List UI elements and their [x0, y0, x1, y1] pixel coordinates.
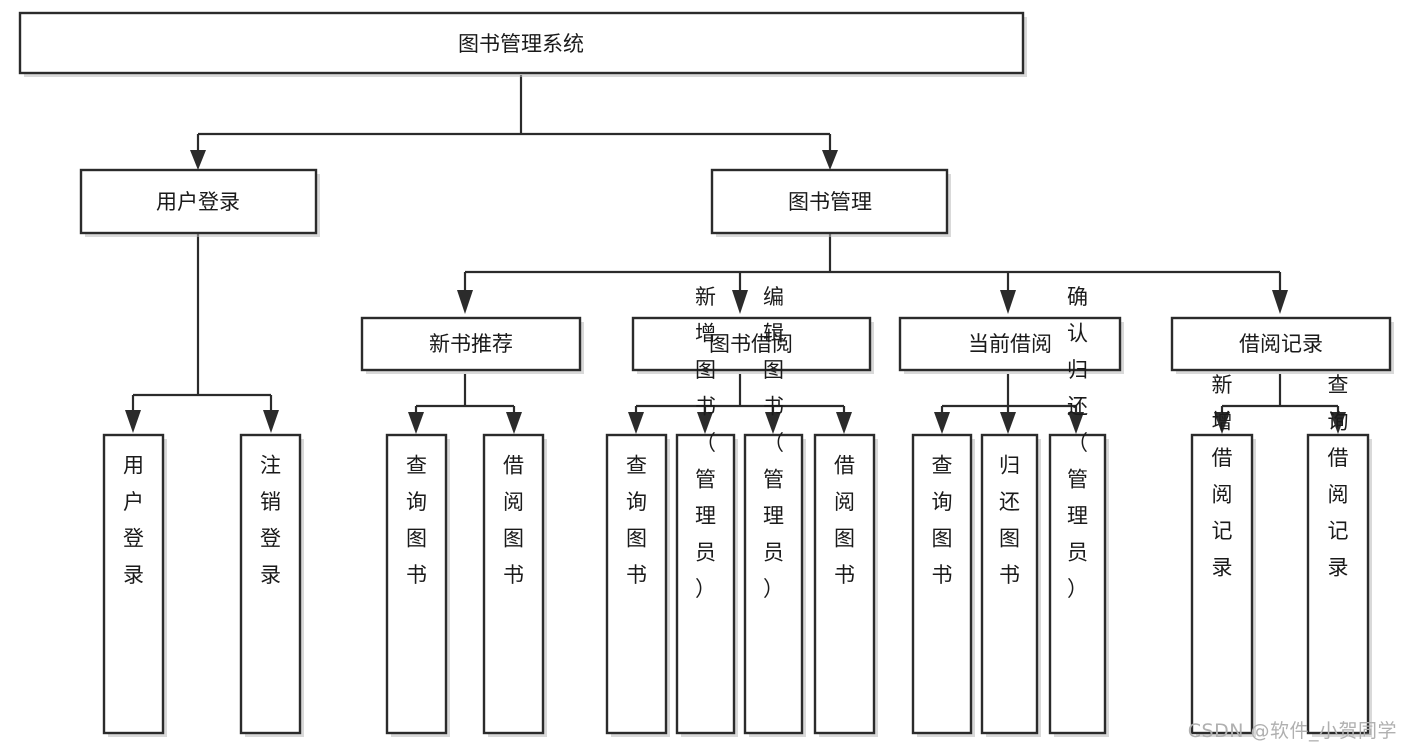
- arrow-leaf-add-book: [697, 412, 713, 434]
- node-root-system[interactable]: 图书管理系统: [18, 11, 1027, 77]
- leaf-return-book-box[interactable]: [980, 433, 1039, 735]
- leaf-query-record-label: 查询借阅记录: [1328, 373, 1349, 580]
- arrow-leaf-logout: [263, 410, 279, 433]
- leaf-query-book-2-box[interactable]: [605, 433, 668, 735]
- borrowing-record-label: 借阅记录: [1239, 332, 1323, 356]
- leaf-query-book-1-label: 查询图书: [406, 453, 427, 587]
- leaf-add-record-label: 新增借阅记录: [1212, 373, 1233, 580]
- node-leaf-borrow-book-2[interactable]: 借阅图书: [813, 433, 878, 737]
- leaf-borrow-book-1-box[interactable]: [482, 433, 545, 735]
- arrow-leaf-user-login: [125, 410, 141, 433]
- arrow-to-user-login: [190, 150, 206, 170]
- arrow-leaf-confirm-return: [1068, 412, 1084, 434]
- leaf-confirm-return-label: 确认归还（管理员）: [1067, 285, 1088, 601]
- leaf-node-layer: 用户登录 注销登录 查询图书 借阅图书 查询图书 新增图书（管理员） 编辑图书（管理员） 借阅…: [102, 285, 1372, 737]
- node-user-login[interactable]: 用户登录: [79, 168, 320, 237]
- arrow-to-new-book-rec: [457, 290, 473, 314]
- arrow-leaf-borrow-book-2: [836, 412, 852, 434]
- arrow-leaf-edit-book: [765, 412, 781, 434]
- leaf-logout-box[interactable]: [239, 433, 302, 735]
- new-book-rec-label: 新书推荐: [429, 332, 513, 356]
- current-borrowing-box[interactable]: [898, 316, 1122, 372]
- node-leaf-query-book-2[interactable]: 查询图书: [605, 433, 670, 737]
- node-leaf-query-book-3[interactable]: 查询图书: [911, 433, 975, 737]
- leaf-query-book-3-label: 查询图书: [932, 453, 953, 587]
- node-leaf-borrow-book-1[interactable]: 借阅图书: [482, 433, 547, 737]
- leaf-add-record-box[interactable]: [1190, 433, 1254, 735]
- arrow-to-borrow-record: [1272, 290, 1288, 314]
- leaf-user-login-box[interactable]: [102, 433, 165, 735]
- book-borrowing-box[interactable]: [631, 316, 872, 372]
- leaf-edit-book-label: 编辑图书（管理员）: [763, 285, 784, 601]
- connector-group: [125, 75, 1346, 434]
- node-leaf-query-book-1[interactable]: 查询图书: [385, 433, 450, 737]
- leaf-query-record-box[interactable]: [1306, 433, 1370, 735]
- node-current-borrowing[interactable]: 当前借阅: [898, 316, 1124, 374]
- node-borrowing-record[interactable]: 借阅记录: [1170, 316, 1394, 374]
- arrow-leaf-query-book-1: [408, 412, 424, 434]
- book-mgmt-label: 图书管理: [788, 190, 872, 214]
- leaf-add-book-box[interactable]: [675, 433, 736, 735]
- leaf-add-book-label: 新增图书（管理员）: [695, 285, 716, 601]
- user-login-box[interactable]: [79, 168, 318, 235]
- node-leaf-add-record[interactable]: 新增借阅记录: [1190, 373, 1256, 737]
- leaf-return-book-label: 归还图书: [999, 453, 1020, 587]
- leaf-query-book-1-box[interactable]: [385, 433, 448, 735]
- node-leaf-user-login[interactable]: 用户登录: [102, 433, 167, 737]
- node-leaf-logout[interactable]: 注销登录: [239, 433, 304, 737]
- root-box[interactable]: [18, 11, 1025, 75]
- leaf-query-book-3-box[interactable]: [911, 433, 973, 735]
- new-book-rec-box[interactable]: [360, 316, 582, 372]
- arrow-leaf-return-book: [1000, 412, 1016, 434]
- node-leaf-confirm-return[interactable]: 确认归还（管理员）: [1048, 285, 1109, 737]
- leaf-borrow-book-1-label: 借阅图书: [503, 453, 524, 587]
- arrow-to-book-borrow: [732, 290, 748, 314]
- user-login-label: 用户登录: [156, 190, 240, 214]
- leaf-confirm-return-box[interactable]: [1048, 433, 1107, 735]
- arrow-leaf-borrow-book-1: [506, 412, 522, 434]
- node-leaf-add-book[interactable]: 新增图书（管理员）: [675, 285, 738, 737]
- node-leaf-edit-book[interactable]: 编辑图书（管理员）: [743, 285, 806, 737]
- arrow-leaf-add-record: [1214, 412, 1230, 434]
- arrow-leaf-query-book-3: [934, 412, 950, 434]
- arrow-to-current-borrow: [1000, 290, 1016, 314]
- book-mgmt-box[interactable]: [710, 168, 949, 235]
- node-leaf-query-record[interactable]: 查询借阅记录: [1306, 373, 1372, 737]
- node-book-management[interactable]: 图书管理: [710, 168, 951, 237]
- arrow-leaf-query-book-2: [628, 412, 644, 434]
- leaf-borrow-book-2-box[interactable]: [813, 433, 876, 735]
- node-leaf-return-book[interactable]: 归还图书: [980, 433, 1041, 737]
- leaf-query-book-2-label: 查询图书: [626, 453, 647, 587]
- borrowing-record-box[interactable]: [1170, 316, 1392, 372]
- arrow-to-book-mgmt: [822, 150, 838, 170]
- leaf-user-login-label: 用户登录: [123, 453, 144, 587]
- leaf-edit-book-box[interactable]: [743, 433, 804, 735]
- leaf-logout-label: 注销登录: [260, 453, 281, 587]
- book-borrowing-label: 图书借阅: [709, 332, 793, 356]
- arrow-leaf-query-record: [1330, 412, 1346, 434]
- node-new-book-recommendation[interactable]: 新书推荐: [360, 316, 584, 374]
- node-book-borrowing[interactable]: 图书借阅: [631, 316, 874, 374]
- root-label: 图书管理系统: [458, 32, 584, 56]
- current-borrowing-label: 当前借阅: [968, 332, 1052, 356]
- leaf-borrow-book-2-label: 借阅图书: [834, 453, 855, 587]
